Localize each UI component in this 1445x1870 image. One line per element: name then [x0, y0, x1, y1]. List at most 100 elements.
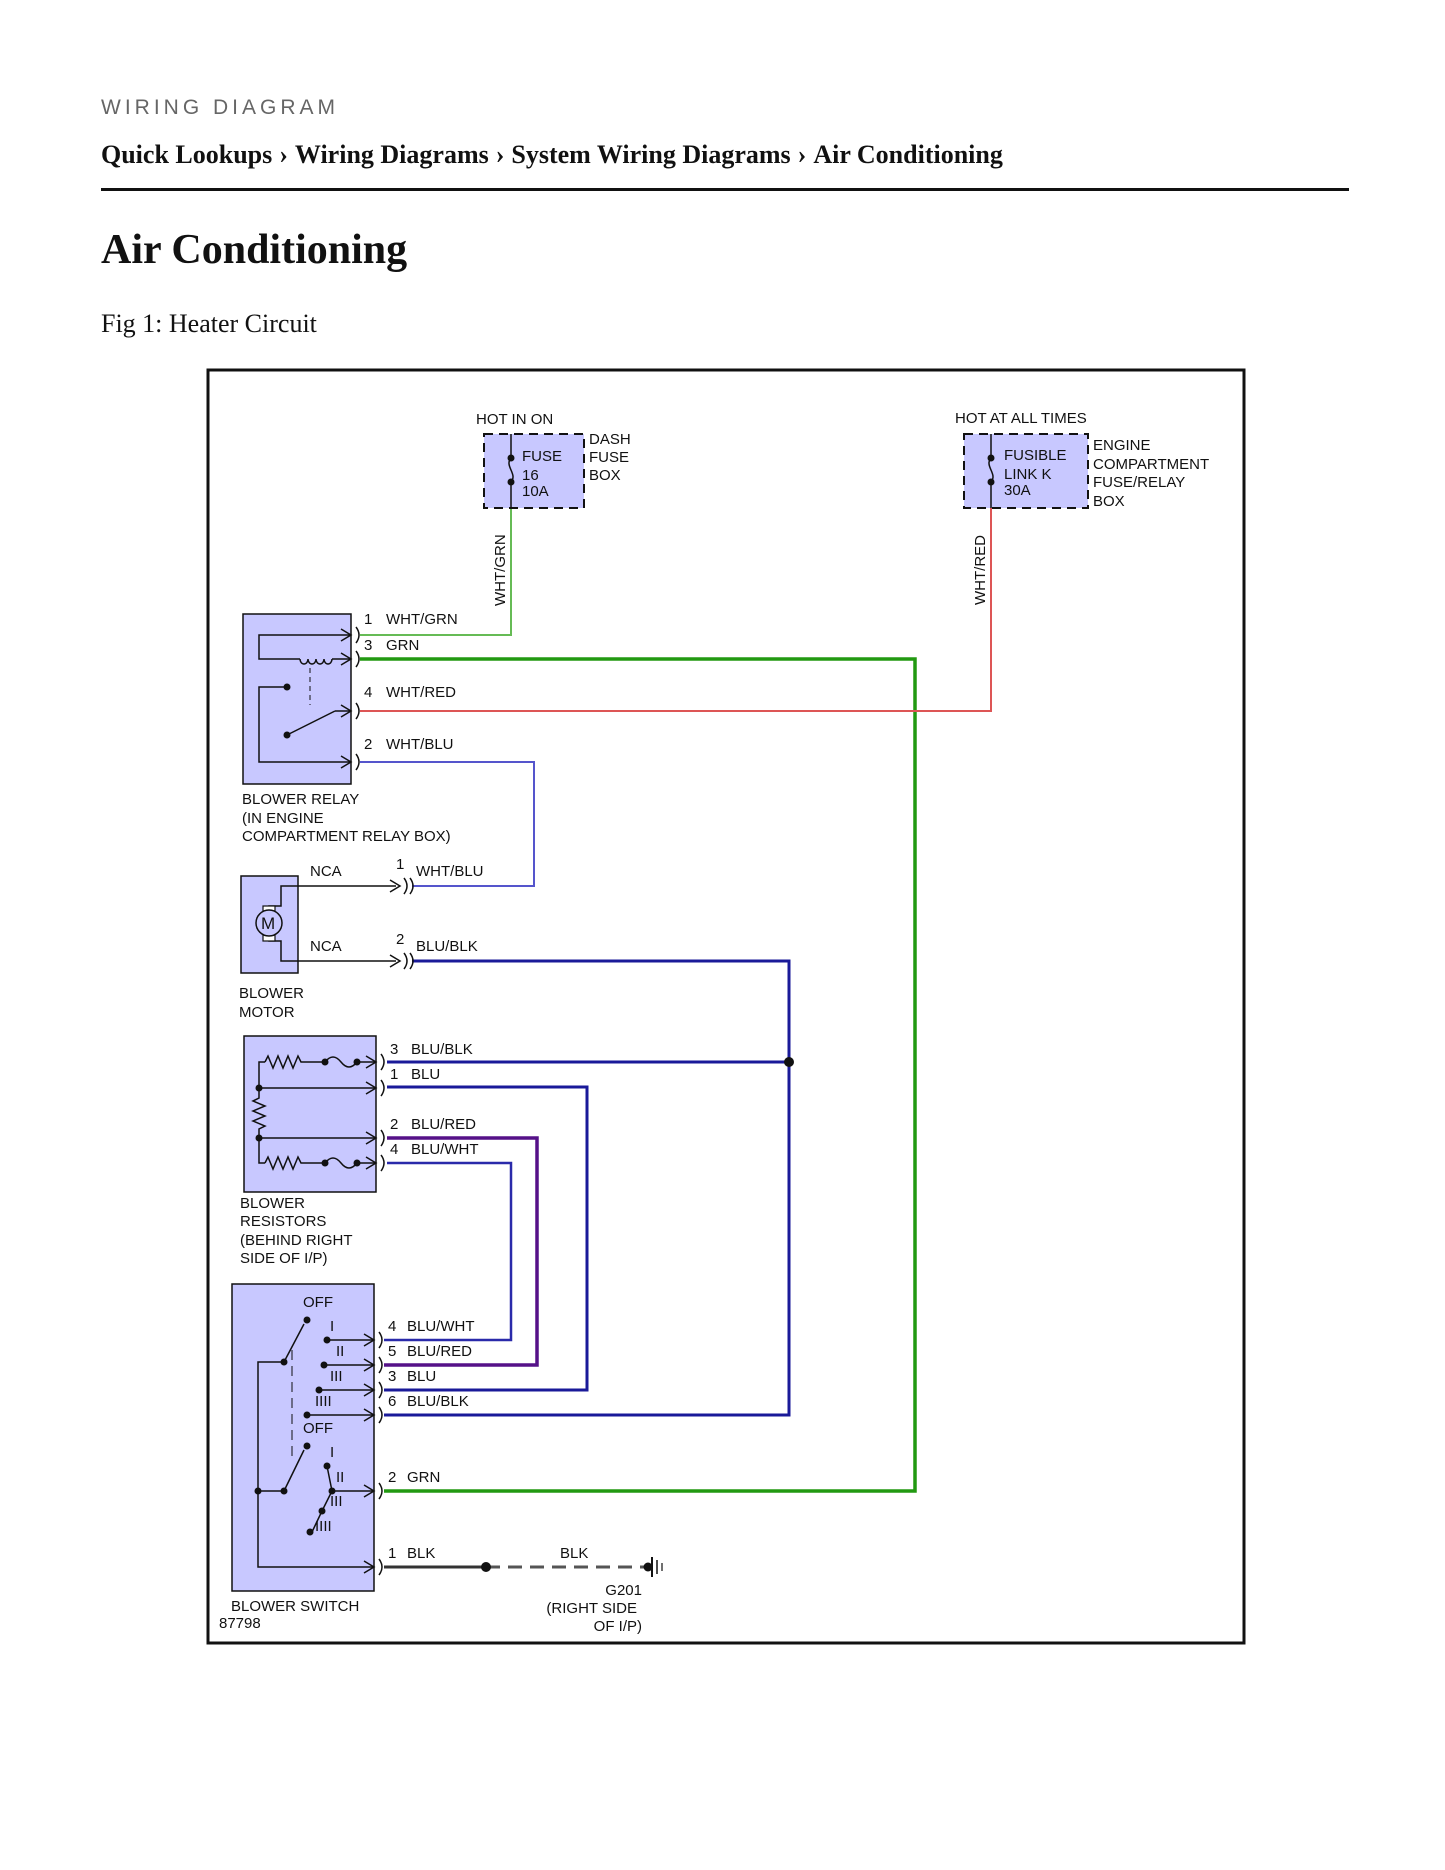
fusible-link-box	[963, 433, 1089, 509]
switch-pin3-connector	[363, 1381, 383, 1399]
ground-label-3: OF I/P)	[594, 1618, 642, 1635]
resistor-top-icon	[264, 1054, 325, 1070]
engine-box-label-2: COMPARTMENT	[1093, 456, 1209, 473]
resistor-bottom-circuit	[258, 1138, 265, 1164]
relay-pin4-arrow	[340, 702, 360, 720]
switch-wire-label: GRN	[407, 1469, 440, 1486]
switch-pin-number: 1	[388, 1545, 396, 1562]
breadcrumb-item-air-conditioning[interactable]: Air Conditioning	[813, 140, 1003, 169]
resistor-top-circuit	[258, 1061, 265, 1088]
ground-label-2: (RIGHT SIDE	[546, 1600, 637, 1617]
switch-lower-arm	[283, 1449, 305, 1492]
relay-coil-icon	[299, 658, 333, 665]
switch-pin-number: 2	[388, 1469, 396, 1486]
resistor-bottom-icon	[264, 1155, 325, 1171]
motor-pin1-arrow	[389, 877, 414, 895]
splice-junction	[784, 1057, 794, 1067]
figure-caption: Fig 1: Heater Circuit	[101, 309, 317, 338]
relay-pin-number: 1	[364, 611, 372, 628]
blower-relay-body	[242, 613, 352, 785]
switch-position-1: I	[330, 1444, 334, 1461]
ground-wire-label: BLK	[560, 1545, 588, 1562]
switch-position-off: OFF	[303, 1294, 333, 1311]
resistor-wire-label: BLU/WHT	[411, 1141, 479, 1158]
ground-splice	[481, 1562, 491, 1572]
fuse-16-text-1: FUSE	[522, 448, 562, 465]
motor-symbol: M	[261, 914, 275, 933]
switch-wire-label: BLK	[407, 1545, 435, 1562]
resistor-vertical-icon	[251, 1088, 267, 1138]
engine-box-label-4: BOX	[1093, 493, 1125, 510]
switch-pin6-connector	[363, 1406, 383, 1424]
blower-relay-label-1: BLOWER RELAY	[242, 791, 359, 808]
breadcrumb-separator: ›	[279, 140, 288, 169]
breadcrumb-item-system-wiring-diagrams[interactable]: System Wiring Diagrams	[511, 140, 791, 169]
wht-grn-vertical-label: WHT/GRN	[492, 534, 509, 606]
switch-pin-number: 5	[388, 1343, 396, 1360]
switch-position-4: IIII	[315, 1518, 332, 1535]
switch-wire-label: BLU	[407, 1368, 436, 1385]
wire-grn	[360, 657, 917, 1493]
wire-blu-wht	[384, 1161, 513, 1342]
fuse-16: HOT IN ON FUSE 16 10A DASH FUSE BOX WHT/…	[476, 411, 631, 606]
hot-at-all-times-label: HOT AT ALL TIMES	[955, 410, 1087, 427]
switch-pin1-connector	[363, 1558, 383, 1576]
blower-relay-label-3: COMPARTMENT RELAY BOX)	[242, 828, 451, 845]
dash-fuse-box-label-1: DASH	[589, 431, 631, 448]
fusible-link-k: HOT AT ALL TIMES FUSIBLE LINK K 30A ENGI…	[955, 410, 1209, 605]
blower-switch-body	[231, 1283, 375, 1592]
switch-wire-label: BLU/WHT	[407, 1318, 475, 1335]
breadcrumb-item-quick-lookups[interactable]: Quick Lookups	[101, 140, 273, 169]
relay-arm	[286, 710, 336, 736]
resistor-pin-number: 1	[390, 1066, 398, 1083]
motor-nca-label: NCA	[310, 938, 342, 955]
fuse-16-text-3: 10A	[522, 483, 549, 500]
resistor-pin3-connector	[365, 1053, 385, 1071]
fuse-16-box	[483, 433, 585, 509]
blower-motor-label-1: BLOWER	[239, 985, 304, 1002]
dash-fuse-box-label-3: BOX	[589, 467, 621, 484]
relay-pin2-arrow	[340, 753, 360, 771]
relay-wire-label: WHT/RED	[386, 684, 456, 701]
switch-wire-label: BLU/RED	[407, 1343, 472, 1360]
switch-wire-label: BLU/BLK	[407, 1393, 469, 1410]
breadcrumb-item-wiring-diagrams[interactable]: Wiring Diagrams	[294, 140, 489, 169]
wire-blu-blk-motor	[412, 959, 791, 1062]
wires	[360, 508, 992, 1569]
engine-box-label-1: ENGINE	[1093, 437, 1151, 454]
relay-pin3-arrow	[340, 650, 360, 668]
switch-upper-arm	[283, 1323, 305, 1363]
wire-blu-blk-switch	[384, 1062, 791, 1417]
engine-box-label-3: FUSE/RELAY	[1093, 474, 1185, 491]
dash-fuse-box-label-2: FUSE	[589, 449, 629, 466]
figure-number: 87798	[219, 1615, 261, 1632]
relay-contact-node	[283, 683, 291, 691]
wire-blu-red	[384, 1136, 539, 1367]
wire-wht-blu	[360, 761, 535, 887]
relay-wire-label: WHT/GRN	[386, 611, 458, 628]
resistor-pin2-connector	[365, 1129, 385, 1147]
switch-position-2: II	[336, 1343, 344, 1360]
fusible-link-text-1: FUSIBLE	[1004, 447, 1067, 464]
header-divider	[101, 188, 1349, 191]
motor-icon	[255, 909, 283, 937]
wire-blu	[384, 1085, 589, 1392]
switch-pin5-connector	[363, 1356, 383, 1374]
resistor-pin-number: 4	[390, 1141, 398, 1158]
relay-pin-number: 3	[364, 637, 372, 654]
thermal-fuse-bottom-icon	[324, 1157, 376, 1169]
resistor-pin1-connector	[365, 1079, 385, 1097]
blower-switch: OFF I II III IIII OFF I II III IIII	[231, 1283, 475, 1615]
blower-relay-label-2: (IN ENGINE	[242, 810, 324, 827]
breadcrumb-separator: ›	[797, 140, 807, 169]
blower-resistors-label-1: BLOWER	[240, 1195, 305, 1212]
relay-contact-circuit	[258, 686, 351, 763]
resistor-wire-label: BLU/RED	[411, 1116, 476, 1133]
motor-wire-label: WHT/BLU	[416, 863, 484, 880]
blower-resistors: 3 BLU/BLK 1 BLU 2 BLU/RED 4 BLU/WHT BLOW…	[240, 1035, 479, 1267]
switch-upper-off-contact	[303, 1316, 311, 1324]
blower-switch-label: BLOWER SWITCH	[231, 1598, 359, 1615]
fusible-link-text-2: LINK K	[1004, 466, 1052, 483]
motor-pin-number: 1	[396, 856, 404, 873]
